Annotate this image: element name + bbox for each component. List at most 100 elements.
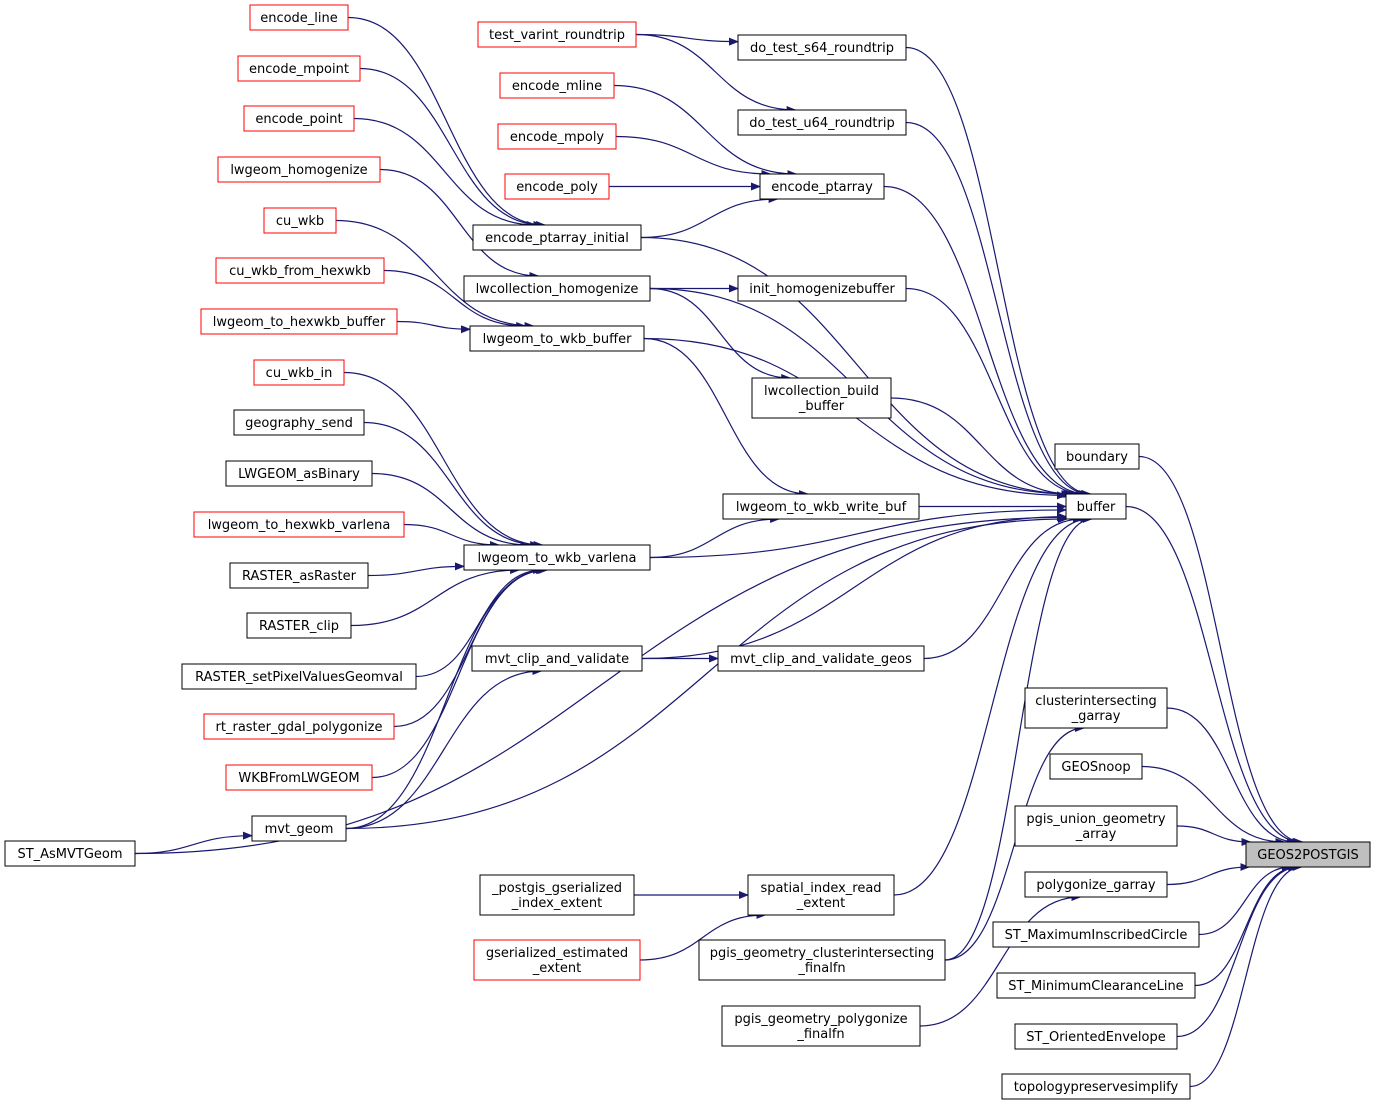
node-topologypreservesimplify[interactable]: topologypreservesimplify [1001, 1073, 1191, 1100]
node-box[interactable] [215, 257, 385, 284]
node-encode_mpoint[interactable]: encode_mpoint [237, 55, 361, 82]
node-box[interactable] [737, 275, 907, 302]
node-cu_wkb[interactable]: cu_wkb [263, 207, 337, 234]
node-box[interactable] [263, 207, 337, 234]
node-RASTER_asRaster[interactable]: RASTER_asRaster [229, 562, 369, 589]
node-LWGEOM_asBinary[interactable]: LWGEOM_asBinary [225, 460, 373, 487]
node-WKBFromLWGEOM[interactable]: WKBFromLWGEOM [225, 764, 373, 791]
node-box[interactable] [992, 921, 1200, 948]
node-box[interactable] [721, 1005, 921, 1047]
node-spatial_index_read_extent[interactable]: spatial_index_read_extent [747, 874, 895, 916]
node-box[interactable] [1065, 493, 1127, 520]
node-lwgeom_to_hexwkb_varlena[interactable]: lwgeom_to_hexwkb_varlena [193, 511, 405, 538]
node-box[interactable] [249, 4, 349, 31]
node-polygonize_garray[interactable]: polygonize_garray [1024, 871, 1168, 898]
node-pgis_geometry_clusterintersecting_finalfn[interactable]: pgis_geometry_clusterintersecting_finalf… [698, 939, 946, 981]
node-box[interactable] [717, 645, 925, 672]
node-geography_send[interactable]: geography_send [233, 409, 365, 436]
node-box[interactable] [203, 713, 395, 740]
node-box[interactable] [473, 939, 641, 981]
node-boundary[interactable]: boundary [1054, 443, 1140, 470]
node-box[interactable] [472, 224, 642, 251]
node-box[interactable] [225, 460, 373, 487]
node-ST_OrientedEnvelope[interactable]: ST_OrientedEnvelope [1014, 1023, 1178, 1050]
node-lwgeom_homogenize[interactable]: lwgeom_homogenize [217, 156, 381, 183]
node-box[interactable] [463, 275, 651, 302]
node-encode_poly[interactable]: encode_poly [504, 173, 610, 200]
node-box[interactable] [1014, 805, 1178, 847]
node-pgis_union_geometry_array[interactable]: pgis_union_geometry_array [1014, 805, 1178, 847]
node-encode_ptarray_initial[interactable]: encode_ptarray_initial [472, 224, 642, 251]
node-box[interactable] [253, 359, 345, 386]
node-GEOSnoop[interactable]: GEOSnoop [1049, 753, 1143, 780]
node-mvt_geom[interactable]: mvt_geom [251, 815, 347, 842]
node-box[interactable] [1001, 1073, 1191, 1100]
node-box[interactable] [737, 109, 907, 136]
node-test_varint_roundtrip[interactable]: test_varint_roundtrip [477, 21, 637, 48]
node-box[interactable] [4, 840, 136, 867]
node-box[interactable] [497, 123, 617, 150]
node-clusterintersecting_garray[interactable]: clusterintersecting_garray [1024, 687, 1168, 729]
node-buffer[interactable]: buffer [1065, 493, 1127, 520]
node-cu_wkb_in[interactable]: cu_wkb_in [253, 359, 345, 386]
node-box[interactable] [229, 562, 369, 589]
node-box[interactable] [469, 325, 645, 352]
node-box[interactable] [1014, 1023, 1178, 1050]
node-cu_wkb_from_hexwkb[interactable]: cu_wkb_from_hexwkb [215, 257, 385, 284]
node-do_test_u64_roundtrip[interactable]: do_test_u64_roundtrip [737, 109, 907, 136]
node-do_test_s64_roundtrip[interactable]: do_test_s64_roundtrip [737, 34, 907, 61]
node-box[interactable] [243, 105, 355, 132]
node-box[interactable] [747, 874, 895, 916]
node-mvt_clip_and_validate_geos[interactable]: mvt_clip_and_validate_geos [717, 645, 925, 672]
node-box[interactable] [1024, 687, 1168, 729]
node-ST_AsMVTGeom[interactable]: ST_AsMVTGeom [4, 840, 136, 867]
node-lwgeom_to_wkb_write_buf[interactable]: lwgeom_to_wkb_write_buf [722, 493, 920, 520]
node-lwgeom_to_hexwkb_buffer[interactable]: lwgeom_to_hexwkb_buffer [200, 308, 398, 335]
node-encode_line[interactable]: encode_line [249, 4, 349, 31]
node-box[interactable] [722, 493, 920, 520]
node-box[interactable] [1049, 753, 1143, 780]
node-RASTER_setPixelValuesGeomval[interactable]: RASTER_setPixelValuesGeomval [181, 663, 417, 690]
node-box[interactable] [1245, 841, 1371, 868]
node-box[interactable] [463, 544, 651, 571]
node-encode_ptarray[interactable]: encode_ptarray [759, 173, 885, 200]
node-RASTER_clip[interactable]: RASTER_clip [246, 612, 352, 639]
node-box[interactable] [759, 173, 885, 200]
node-ST_MinimumClearanceLine[interactable]: ST_MinimumClearanceLine [996, 972, 1196, 999]
node-_postgis_gserialized_index_extent[interactable]: _postgis_gserialized_index_extent [479, 874, 635, 916]
node-box[interactable] [237, 55, 361, 82]
node-box[interactable] [217, 156, 381, 183]
node-box[interactable] [181, 663, 417, 690]
node-box[interactable] [499, 72, 615, 99]
node-ST_MaximumInscribedCircle[interactable]: ST_MaximumInscribedCircle [992, 921, 1200, 948]
node-box[interactable] [193, 511, 405, 538]
node-box[interactable] [200, 308, 398, 335]
node-box[interactable] [1054, 443, 1140, 470]
node-box[interactable] [737, 34, 907, 61]
node-pgis_geometry_polygonize_finalfn[interactable]: pgis_geometry_polygonize_finalfn [721, 1005, 921, 1047]
node-box[interactable] [1024, 871, 1168, 898]
node-encode_mline[interactable]: encode_mline [499, 72, 615, 99]
node-box[interactable] [471, 645, 643, 672]
node-box[interactable] [246, 612, 352, 639]
node-box[interactable] [698, 939, 946, 981]
node-gserialized_estimated_extent[interactable]: gserialized_estimated_extent [473, 939, 641, 981]
node-box[interactable] [477, 21, 637, 48]
node-box[interactable] [479, 874, 635, 916]
node-box[interactable] [225, 764, 373, 791]
node-init_homogenizebuffer[interactable]: init_homogenizebuffer [737, 275, 907, 302]
node-encode_point[interactable]: encode_point [243, 105, 355, 132]
node-box[interactable] [996, 972, 1196, 999]
node-GEOS2POSTGIS[interactable]: GEOS2POSTGIS [1245, 841, 1371, 868]
node-lwgeom_to_wkb_varlena[interactable]: lwgeom_to_wkb_varlena [463, 544, 651, 571]
node-box[interactable] [233, 409, 365, 436]
node-box[interactable] [751, 377, 892, 419]
node-lwcollection_build_buffer[interactable]: lwcollection_build_buffer [751, 377, 892, 419]
node-lwgeom_to_wkb_buffer[interactable]: lwgeom_to_wkb_buffer [469, 325, 645, 352]
node-box[interactable] [504, 173, 610, 200]
node-mvt_clip_and_validate[interactable]: mvt_clip_and_validate [471, 645, 643, 672]
node-box[interactable] [251, 815, 347, 842]
node-rt_raster_gdal_polygonize[interactable]: rt_raster_gdal_polygonize [203, 713, 395, 740]
node-encode_mpoly[interactable]: encode_mpoly [497, 123, 617, 150]
node-lwcollection_homogenize[interactable]: lwcollection_homogenize [463, 275, 651, 302]
